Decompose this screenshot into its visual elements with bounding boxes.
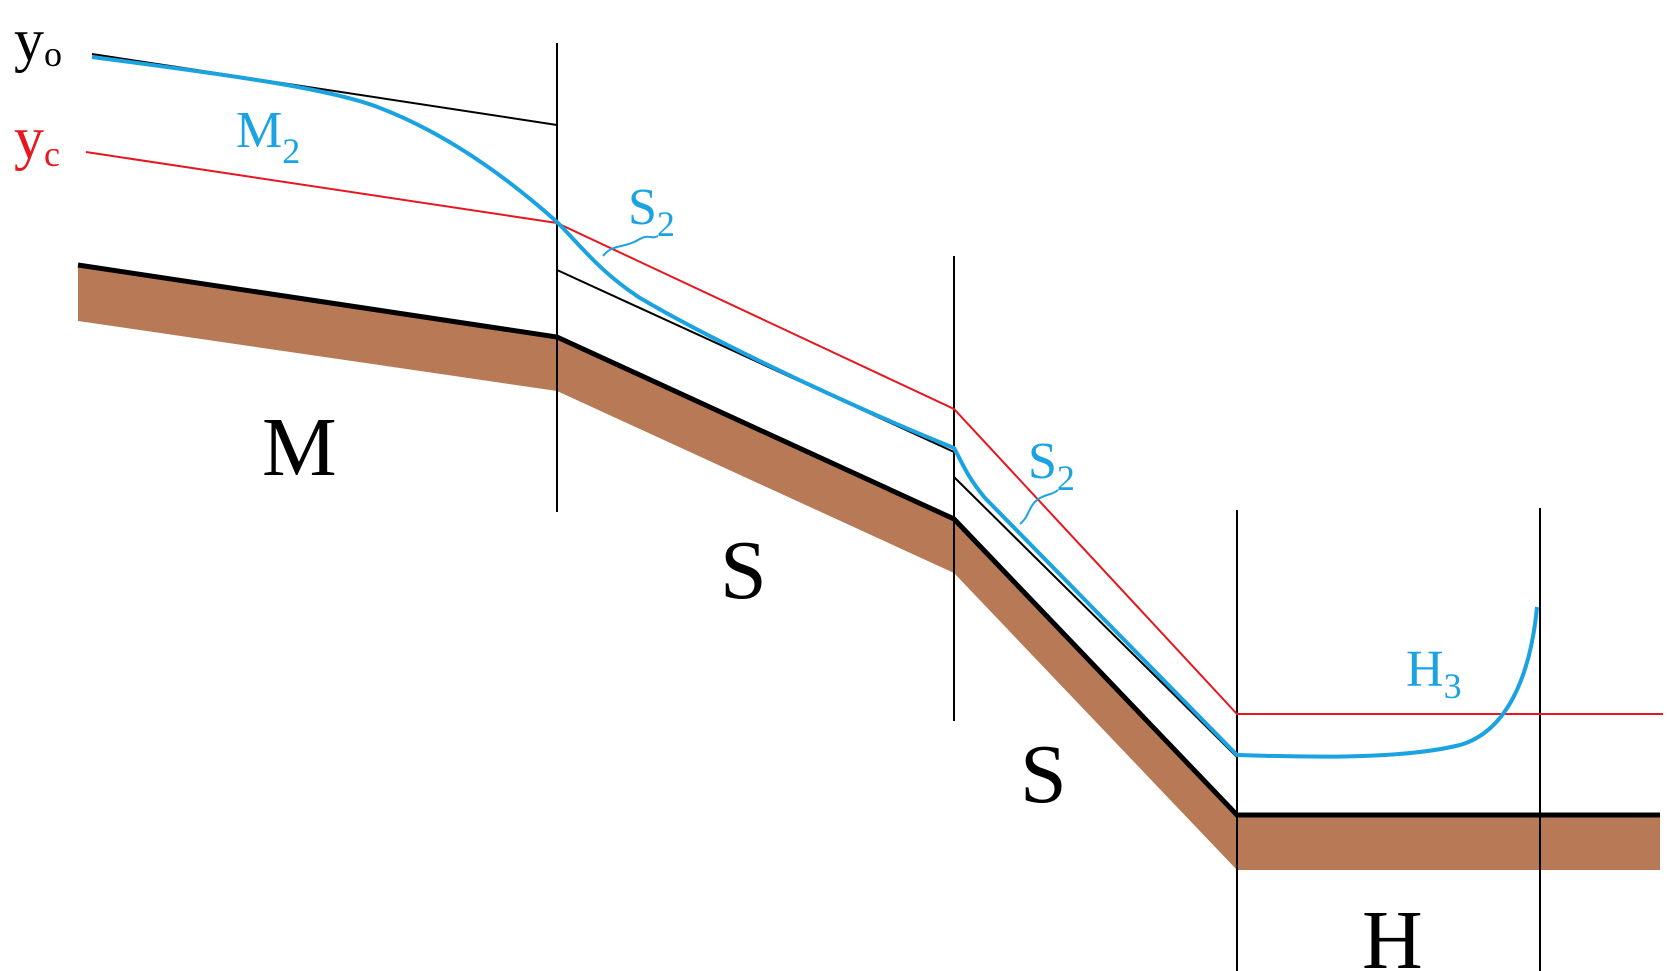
s2-first-leader — [602, 235, 659, 257]
slope-label-steep-2: S — [1020, 728, 1067, 821]
normal-depth-line-steep-2 — [953, 476, 1238, 758]
slope-label-mild: M — [262, 401, 337, 494]
critical-depth-label: yc — [14, 105, 60, 174]
s2-first-profile-label: S2 — [628, 179, 675, 244]
slope-label-steep-1: S — [720, 524, 767, 617]
channel-bed — [78, 265, 1660, 870]
normal-depth-label: yo — [14, 7, 62, 74]
m2-profile-label: M2 — [236, 102, 300, 171]
critical-depth-line — [85, 151, 1663, 715]
h3-profile-label: H3 — [1406, 641, 1462, 706]
water-surface-profile — [91, 55, 1539, 759]
s2-second-profile-label: S2 — [1028, 433, 1075, 498]
s2-second-leader — [1019, 489, 1059, 525]
slope-label-horizontal: H — [1362, 894, 1423, 971]
